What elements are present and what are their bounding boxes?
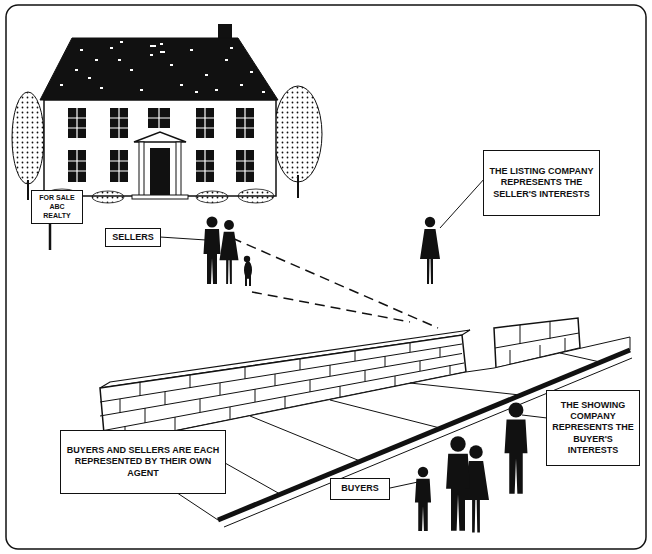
callout-text: BUYERS <box>341 483 379 494</box>
buyer-figure <box>446 436 470 531</box>
callout-text: BUYERS AND SELLERS ARE EACH REPRESENTED … <box>66 445 220 479</box>
listing-agent-figure <box>420 217 440 284</box>
buyer-figure <box>415 467 431 531</box>
tree-left <box>12 92 44 184</box>
porch-column <box>176 142 181 196</box>
shrub <box>196 191 228 203</box>
house-wall <box>44 100 276 196</box>
porch-column <box>139 142 144 196</box>
walkway-edge <box>232 238 438 328</box>
frame-border <box>6 5 646 549</box>
front-porch <box>132 132 188 199</box>
sidewalk-joints <box>170 353 600 494</box>
shrub <box>92 191 124 203</box>
walkway-edge <box>252 292 410 322</box>
callout-text: FOR SALE ABC REALTY <box>37 194 77 220</box>
front-door <box>150 148 170 196</box>
seller-figure <box>220 220 239 284</box>
callout-text: SELLERS <box>112 232 154 243</box>
house-roof <box>40 38 278 100</box>
roof-speckles <box>60 42 265 92</box>
leader-line <box>440 178 485 228</box>
showing-agent-figure <box>505 403 528 494</box>
leader-line <box>390 482 418 488</box>
seller-figure <box>204 217 221 285</box>
shrub <box>238 189 274 203</box>
callout-box: FOR SALE ABC REALTY <box>31 190 83 224</box>
callout-text: THE LISTING COMPANY REPRESENTS THE SELLE… <box>489 166 594 200</box>
dog-figure <box>244 256 252 286</box>
porch-pediment <box>134 132 186 142</box>
callout-box: BUYERS AND SELLERS ARE EACH REPRESENTED … <box>60 430 226 494</box>
callout-box: THE SHOWING COMPANY REPRESENTS THE BUYER… <box>546 390 640 466</box>
leader-line <box>160 237 206 240</box>
porch-step <box>132 195 188 199</box>
leader-line <box>522 415 547 418</box>
dog-head <box>244 256 250 262</box>
callout-box: SELLERS <box>105 228 161 247</box>
callout-text: THE SHOWING COMPANY REPRESENTS THE BUYER… <box>552 400 634 456</box>
tree-right <box>274 86 322 182</box>
callout-box: THE LISTING COMPANY REPRESENTS THE SELLE… <box>483 150 600 216</box>
callout-box: BUYERS <box>330 478 390 500</box>
dog-legs <box>246 276 250 286</box>
